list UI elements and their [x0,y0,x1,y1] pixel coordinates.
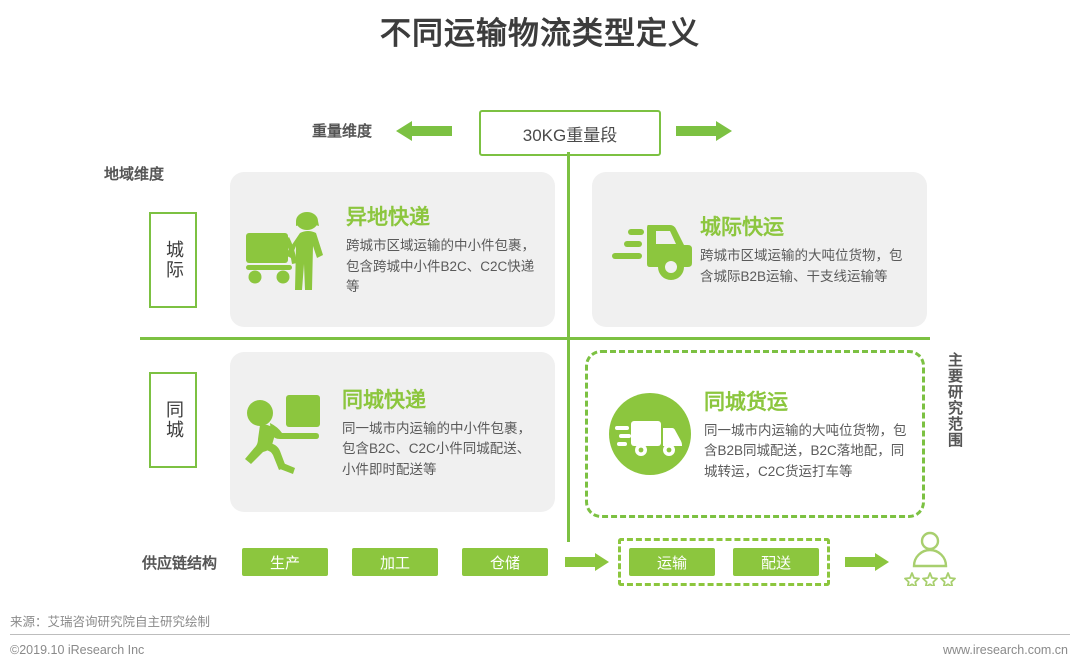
quadrant-card-tongcheng-hy-body: 同城货运 同一城市内运输的大吨位货物，包含B2B同城配送，B2C落地配，同城转运… [698,386,910,483]
supply-chain-focus-outline [618,538,830,586]
source-note: 来源：艾瑞咨询研究院自主研究绘制 [10,615,211,629]
speeding-truck-icon [608,215,694,285]
quadrant-title-tongcheng-huoyun: 同城货运 [704,390,788,414]
quadrant-desc-chengji-kuaiyun: 跨城市区域运输的大吨位货物，包含城际B2B运输、干支线运输等 [700,248,903,284]
quadrant-card-yidi-kuaidi: 异地快递 跨城市区域运输的中小件包裹，包含跨城中小件B2C、C2C快递等 [230,172,555,327]
website-url: www.iresearch.com.cn [942,643,1068,657]
quadrant-card-tongcheng-kuaidi: 同城快递 同一城市内运输的中小件包裹，包含B2C、C2C小件同城配送、小件即时配… [230,352,555,512]
weight-threshold-text: 30KG重量段 [522,125,618,145]
quadrant-card-chengji-kuaiyun: 城际快运 跨城市区域运输的大吨位货物，包含城际B2B运输、干支线运输等 [592,172,927,327]
quadrant-card-yidi-body: 异地快递 跨城市区域运输的中小件包裹，包含跨城中小件B2C、C2C快递等 [340,201,541,298]
supply-chain-arrow-2-icon [845,553,889,571]
supply-chain-stage-transport: 运输 [629,548,715,576]
supply-chain-stage-production: 生产 [242,548,328,576]
supply-chain-arrow-1-icon [565,553,609,571]
quadrant-title-yidi-kuaidi: 异地快递 [346,206,430,230]
horizontal-axis-divider [140,337,930,340]
quadrant-card-tongcheng-huoyun: 同城货运 同一城市内运输的大吨位货物，包含B2B同城配送，B2C落地配，同城转运… [585,350,925,518]
axis-row-label-chengji: 城际 [149,212,197,308]
weight-dimension-label: 重量维度 [312,123,373,140]
quadrant-card-chengji-body: 城际快运 跨城市区域运输的大吨位货物，包含城际B2B运输、干支线运输等 [694,211,913,287]
supply-chain-stage-delivery: 配送 [733,548,819,576]
quadrant-card-tongcheng-kd-body: 同城快递 同一城市内运输的中小件包裹，包含B2C、C2C小件同城配送、小件即时配… [336,384,541,481]
customer-rating-icon [899,530,961,588]
research-scope-label: 主要研究范围 [946,352,963,448]
footer-divider [10,634,1070,635]
supply-chain-stage-processing: 加工 [352,548,438,576]
courier-running-icon [240,387,336,477]
axis-row-label-tongcheng: 同城 [149,372,197,468]
delivery-truck-circle-icon [602,391,698,477]
quadrant-title-tongcheng-kuaidi: 同城快递 [342,388,426,412]
copyright-text: ©2019.10 iResearch Inc [10,643,145,657]
arrow-left-icon [396,121,452,141]
region-dimension-label: 地域维度 [104,166,165,183]
axis-row-label-chengji-text: 城际 [163,240,184,280]
arrow-right-icon [676,121,732,141]
quadrant-desc-yidi-kuaidi: 跨城市区域运输的中小件包裹，包含跨城中小件B2C、C2C快递等 [346,238,535,295]
weight-threshold-box: 30KG重量段 [479,110,661,156]
page-title: 不同运输物流类型定义 [380,16,700,51]
quadrant-title-chengji-kuaiyun: 城际快运 [700,216,784,240]
supply-chain-stage-warehousing: 仓储 [462,548,548,576]
quadrant-desc-tongcheng-kuaidi: 同一城市内运输的中小件包裹，包含B2C、C2C小件同城配送、小件即时配送等 [342,420,531,477]
supply-chain-label: 供应链结构 [142,555,218,572]
porter-cart-icon [240,207,340,293]
axis-row-label-tongcheng-text: 同城 [163,400,184,440]
quadrant-desc-tongcheng-huoyun: 同一城市内运输的大吨位货物，包含B2B同城配送，B2C落地配，同城转运，C2C货… [704,422,907,479]
vertical-axis-divider [567,152,570,542]
